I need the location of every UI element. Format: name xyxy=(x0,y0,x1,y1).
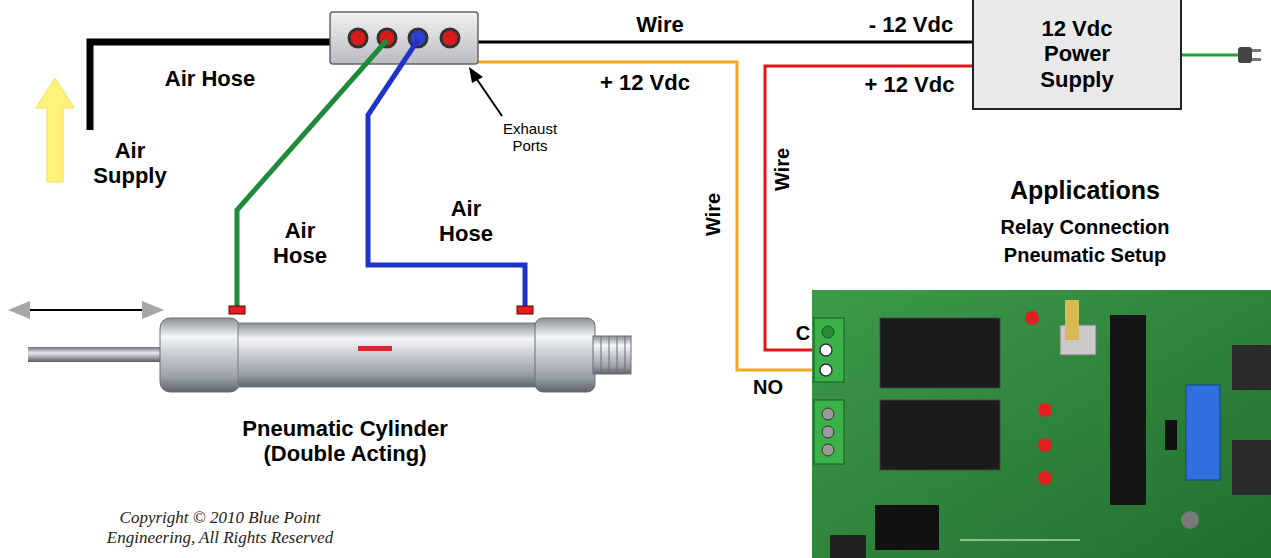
blue-air-hose xyxy=(368,40,525,310)
wire-label: Wire xyxy=(702,185,725,245)
exhaust-label: Exhaust Ports xyxy=(490,120,570,155)
heading-text: Applications xyxy=(985,176,1185,205)
voltage-label: + 12 Vdc xyxy=(585,70,705,95)
terminal-label: C xyxy=(792,322,814,345)
pneumatic-cylinder xyxy=(28,306,631,392)
air-supply-arrow xyxy=(36,78,74,182)
exhaust-leader xyxy=(469,67,502,116)
hose-label: Air Hose xyxy=(428,196,504,247)
wire-label: Wire xyxy=(625,12,695,37)
negative-wire xyxy=(478,41,972,44)
subheading-text: Relay Connection xyxy=(985,216,1185,239)
node-label: 12 Vdc Power Supply xyxy=(1021,16,1133,92)
hose-label: Air Hose xyxy=(140,66,280,91)
power-supply-box: 12 Vdc Power Supply xyxy=(972,0,1182,110)
supply-air-hose xyxy=(90,42,332,130)
subheading-text: Pneumatic Setup xyxy=(985,244,1185,267)
wire-label: Wire xyxy=(771,140,794,200)
solenoid-valve xyxy=(330,12,478,64)
voltage-label: - 12 Vdc xyxy=(855,12,967,37)
copyright-note: Copyright © 2010 Blue Point Engineering,… xyxy=(95,508,345,547)
terminal-label: NO xyxy=(748,376,788,399)
hose-label: Air Hose xyxy=(262,218,338,269)
relay-board xyxy=(812,290,1271,558)
green-air-hose xyxy=(237,40,387,310)
motion-arrow xyxy=(8,301,164,319)
plug-symbol xyxy=(1238,47,1261,63)
power-cord xyxy=(1182,54,1240,57)
voltage-label: + 12 Vdc xyxy=(852,72,967,97)
supply-label: Air Supply xyxy=(85,138,175,189)
cylinder-caption: Pneumatic Cylinder (Double Acting) xyxy=(220,416,470,467)
